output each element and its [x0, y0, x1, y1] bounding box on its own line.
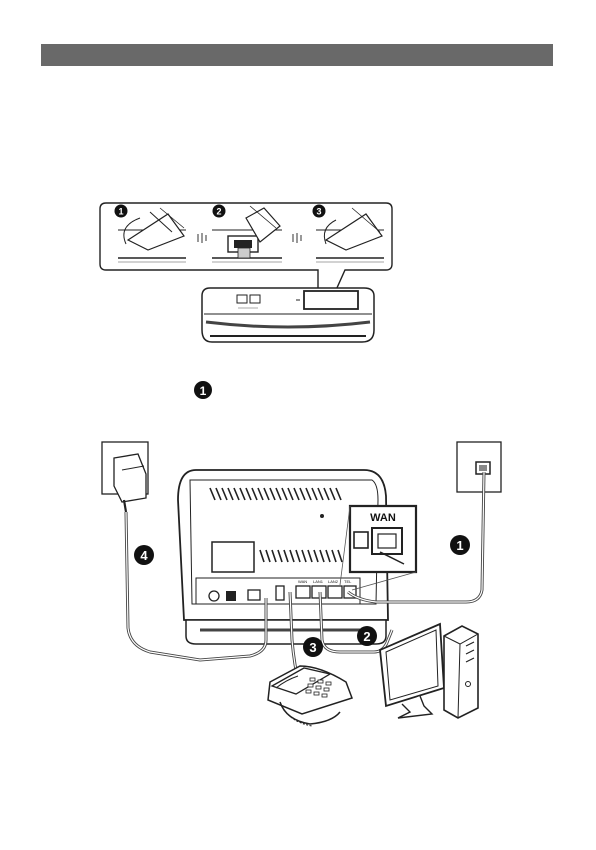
power-adapter	[102, 442, 148, 512]
cable-connection-figure: WAN LAN1 LAN2 TEL WAN	[102, 442, 501, 726]
telephone	[268, 666, 352, 726]
sim-insertion-figure: 1 2 3	[100, 203, 392, 342]
step-marker-1-label: 1	[456, 538, 463, 553]
port-label-wan: WAN	[298, 579, 307, 584]
port-label-lan1: LAN1	[313, 579, 324, 584]
device-bottom-view	[202, 288, 374, 342]
wan-label: WAN	[370, 512, 396, 524]
step-marker-1-label: 1	[118, 207, 123, 217]
step-marker-2-label: 2	[216, 207, 221, 217]
computer	[380, 624, 478, 718]
port-label-tel: TEL	[344, 579, 352, 584]
step-marker-4-label: 4	[140, 548, 148, 563]
step-marker-3-label: 3	[316, 207, 321, 217]
inline-step-marker-label: 1	[200, 384, 207, 398]
wall-socket	[457, 442, 501, 492]
step-marker-3-label: 3	[309, 640, 316, 655]
port-label-lan2: LAN2	[328, 579, 339, 584]
step-marker-2-label: 2	[363, 629, 370, 644]
